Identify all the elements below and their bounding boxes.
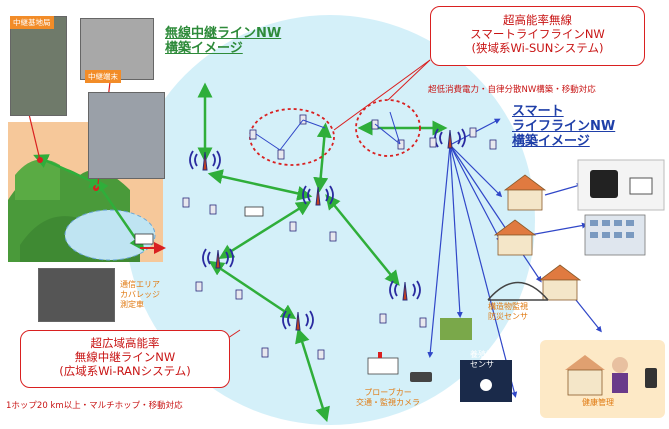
wi-sun-box: 超高能率無線 スマートライフラインNW (狭域系Wi-SUNシステム) <box>430 6 645 66</box>
wi-sun-line3: (狭域系Wi-SUNシステム) <box>471 41 604 55</box>
wi-sun-caption: 超低消費電力・自律分散NW構築・移動対応 <box>428 85 596 95</box>
probe-car-label: プローブカー 交通・監視カメラ <box>356 388 420 407</box>
health-panel <box>540 340 665 418</box>
wi-sun-line1: 超高能率無線 <box>503 13 572 27</box>
mesh-cluster-2 <box>355 99 421 157</box>
relay-terminal-photo <box>80 18 154 80</box>
aquaculture-label: 養殖業用 センサ <box>470 350 502 369</box>
wi-ran-line1: 超広域高能率 <box>90 336 160 350</box>
wi-ran-line3: (広域系Wi-RANシステム) <box>59 364 191 378</box>
wi-ran-caption: 1ホップ20 km以上・マルチホップ・移動対応 <box>6 401 183 411</box>
wi-ran-line2: 無線中継ラインNW <box>74 350 176 364</box>
smart-nw-title: スマート ライフラインNW 構築イメージ <box>512 104 616 149</box>
coverage-car-label: 通信エリア カバレッジ 測定車 <box>120 280 160 309</box>
health-label: 健康管理 <box>582 398 614 407</box>
relay-base-tag: 中継基地局 <box>10 16 54 29</box>
relay-terminal-tag: 中継端末 <box>85 70 121 83</box>
structure-monitor-label: 構造物監視 防災センサ <box>488 302 528 321</box>
wi-sun-line2: スマートライフラインNW <box>470 27 605 41</box>
wi-ran-box: 超広域高能率 無線中継ラインNW (広域系Wi-RANシステム) <box>20 330 230 388</box>
car-interior-photo <box>38 268 115 322</box>
relay-base-photo <box>10 16 67 116</box>
equipment-box-photo <box>88 92 165 179</box>
relay-nw-title: 無線中継ラインNW 構築イメージ <box>165 26 282 56</box>
